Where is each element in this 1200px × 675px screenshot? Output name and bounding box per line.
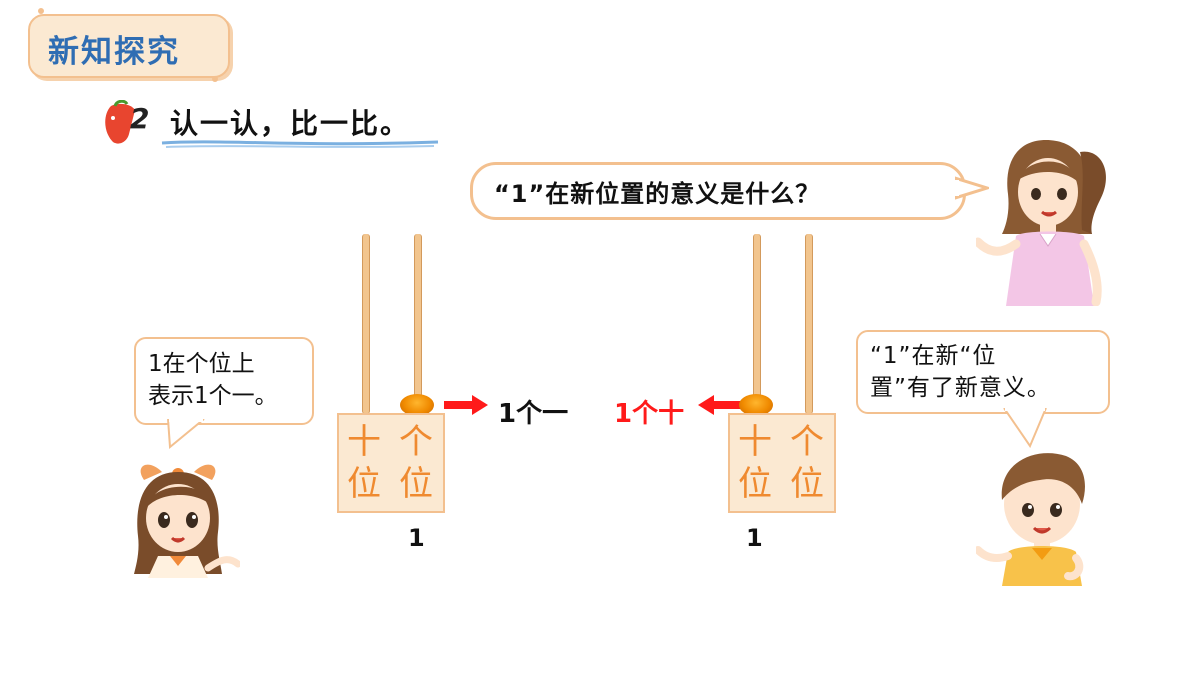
arrow-left-icon [698,395,742,415]
boy-speech-line1: “1”在新“位 [870,343,997,369]
abacus-left-tens-label-2: 位 [347,464,381,504]
abacus-right-ones-label-1: 个 [790,422,824,462]
speech-bubble-left [134,337,314,425]
pepper-number-icon [105,100,135,144]
abacus-left-number: 1 [408,524,425,552]
question-number: 2 [130,102,150,135]
abacus-left-ones-label-2: 位 [399,464,433,504]
abacus-right-tens-label-2: 位 [738,464,772,504]
abacus-left-ones-rod [414,234,422,414]
boy-speech: “1”在新“位 置”有了新意义。 [870,340,1106,404]
speech-bubble-tail [167,419,205,449]
left-meaning-label: 1个一 [498,399,569,429]
speech-bubble-tail [955,176,989,200]
badge-decoration [212,76,218,82]
abacus-left-ones-bead [400,394,434,416]
abacus-left-tens-rod [362,234,370,414]
abacus-left-tens-label-1: 十 [347,422,381,462]
boy-speech-line2: 置”有了新意义。 [870,375,1051,401]
abacus-right-base [728,413,836,513]
right-meaning-label: 1个十 [614,399,685,429]
boy-student-illustration [976,453,1085,586]
section-title-badge [28,14,230,78]
section-title: 新知探究 [48,34,180,70]
girl-speech-line2: 表示1个一。 [148,383,278,409]
girl-speech: 1在个位上 表示1个一。 [148,348,308,412]
abacus-right-ones-label-2: 位 [790,464,824,504]
abacus-right-ones-rod [805,234,813,414]
abacus-right-tens-label-1: 十 [738,422,772,462]
speech-bubble-right [856,330,1110,414]
abacus-right-tens-rod [753,234,761,414]
speech-bubble-top [470,162,966,220]
abacus-left-base [337,413,445,513]
question-text: 认一认，比一比。 [170,107,411,140]
badge-decoration [38,8,44,14]
question-underline [161,140,439,148]
girl-speech-line1: 1在个位上 [148,351,255,377]
speech-bubble-tail [1003,408,1047,448]
abacus-right-tens-bead [739,394,773,416]
teacher-illustration [976,140,1107,306]
abacus-right-number: 1 [746,524,763,552]
arrow-right-icon [444,395,488,415]
teacher-question: “1”在新位置的意义是什么？ [494,180,821,208]
girl-student-illustration [134,464,240,578]
abacus-left-ones-label-1: 个 [399,422,433,462]
